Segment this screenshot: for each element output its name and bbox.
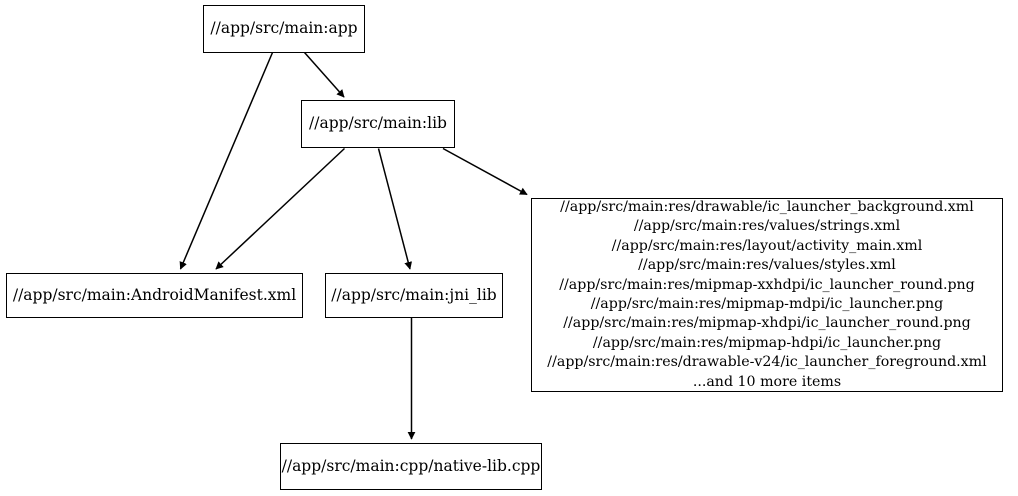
- node-lib-label: //app/src/main:lib: [309, 114, 447, 133]
- node-app-label: //app/src/main:app: [210, 19, 358, 38]
- edge-lib-to-androidmanifest: [215, 147, 346, 270]
- node-native-lib-label: //app/src/main:cpp/native-lib.cpp: [281, 456, 541, 475]
- node-androidmanifest-label: //app/src/main:AndroidManifest.xml: [12, 285, 297, 304]
- edge-app-to-lib: [303, 52, 345, 98]
- node-res-group-label: //app/src/main:res/drawable/ic_launcher_…: [547, 198, 987, 390]
- node-jni-lib-label: //app/src/main:jni_lib: [331, 285, 497, 304]
- edge-lib-to-res-group: [442, 147, 528, 196]
- node-androidmanifest[interactable]: //app/src/main:AndroidManifest.xml: [6, 273, 303, 318]
- node-app[interactable]: //app/src/main:app: [203, 5, 365, 53]
- node-lib[interactable]: //app/src/main:lib: [301, 100, 455, 148]
- node-res-group[interactable]: //app/src/main:res/drawable/ic_launcher_…: [531, 198, 1003, 392]
- node-native-lib[interactable]: //app/src/main:cpp/native-lib.cpp: [280, 443, 542, 490]
- edge-lib-to-jni-lib: [377, 148, 412, 270]
- edge-app-to-androidmanifest: [179, 52, 274, 270]
- node-jni-lib[interactable]: //app/src/main:jni_lib: [325, 273, 503, 318]
